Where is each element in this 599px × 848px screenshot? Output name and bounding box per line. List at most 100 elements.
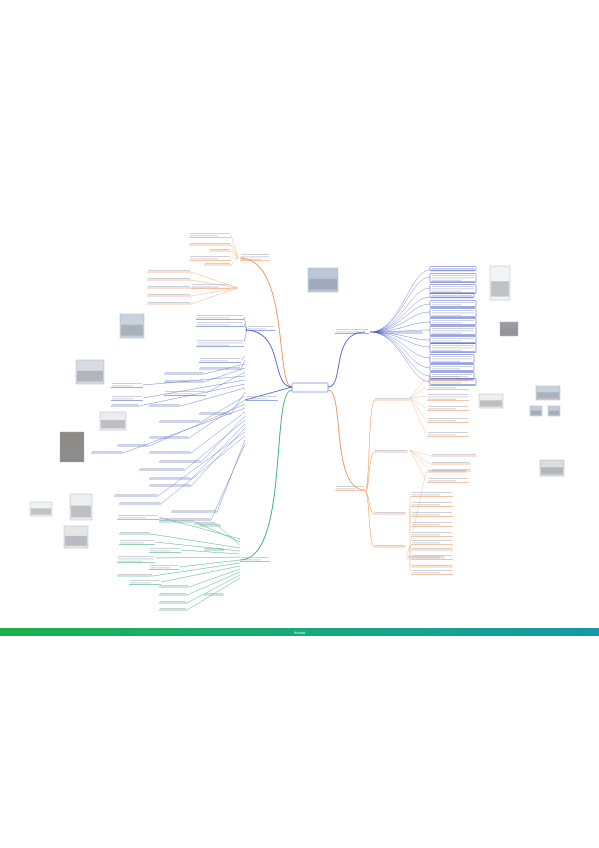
blue-topic[interactable]	[196, 340, 244, 348]
green-topic[interactable]	[159, 593, 187, 596]
orange-topic[interactable]	[411, 532, 453, 537]
blue-topic[interactable]	[171, 510, 217, 513]
green-subtopic[interactable]	[204, 593, 224, 596]
orange-subtopic[interactable]	[374, 398, 410, 401]
blue-topic[interactable]	[199, 367, 241, 370]
orange-topic[interactable]	[427, 385, 469, 390]
blue-topic[interactable]	[111, 404, 139, 407]
central-topic-frame[interactable]	[291, 382, 329, 393]
blue-topic[interactable]	[91, 451, 123, 454]
blue-topic[interactable]	[196, 322, 244, 327]
orange-topic[interactable]	[411, 565, 453, 568]
green-topic[interactable]	[117, 574, 153, 577]
blue-topic[interactable]	[431, 275, 475, 283]
blue-topic[interactable]	[431, 338, 475, 343]
blue-topic-box[interactable]	[429, 326, 477, 336]
blue-topic[interactable]	[431, 295, 473, 298]
blue-topic[interactable]	[164, 380, 204, 383]
blue-topic-box[interactable]	[429, 266, 477, 272]
blue-topic[interactable]	[149, 404, 181, 407]
orange-topic[interactable]	[411, 492, 453, 497]
green-topic[interactable]	[159, 520, 195, 523]
orange-topic[interactable]	[147, 278, 191, 281]
orange-topic[interactable]	[411, 540, 453, 545]
blue-topic[interactable]	[431, 380, 475, 385]
orange-topic[interactable]	[209, 249, 231, 252]
blue-topic[interactable]	[199, 358, 241, 363]
blue-topic[interactable]	[149, 484, 191, 487]
blue-topic[interactable]	[149, 451, 191, 454]
orange-topic[interactable]	[427, 432, 469, 437]
blue-topic[interactable]	[431, 268, 475, 271]
orange-topic[interactable]	[189, 243, 231, 246]
orange-topic[interactable]	[427, 406, 469, 411]
green-topic[interactable]	[119, 540, 155, 545]
blue-topic[interactable]	[199, 412, 231, 415]
orange-topic[interactable]	[431, 454, 477, 457]
orange-topic[interactable]	[147, 294, 191, 297]
green-topic[interactable]	[119, 532, 151, 535]
orange-topic[interactable]	[147, 286, 191, 289]
blue-topic[interactable]	[431, 328, 475, 336]
green-topic[interactable]	[117, 515, 159, 520]
orange-topic[interactable]	[427, 394, 469, 402]
orange-topic[interactable]	[147, 270, 191, 273]
blue-topic-box[interactable]	[429, 343, 477, 353]
blue-topic-box[interactable]	[429, 318, 477, 326]
green-subtopic[interactable]	[199, 524, 221, 527]
blue-topic[interactable]	[164, 391, 206, 396]
blue-topic[interactable]	[431, 310, 475, 318]
orange-topic[interactable]	[427, 376, 469, 381]
orange-subtopic[interactable]	[191, 284, 231, 289]
blue-topic[interactable]	[159, 420, 201, 423]
orange-topic[interactable]	[427, 418, 469, 423]
orange-topic[interactable]	[427, 478, 469, 483]
blue-topic[interactable]	[431, 286, 475, 294]
blue-topic-box[interactable]	[429, 354, 475, 364]
blue-subtopic[interactable]	[379, 331, 423, 334]
main-topic-left-2[interactable]	[246, 396, 278, 401]
blue-topic[interactable]	[111, 383, 143, 388]
main-topic-upper-right[interactable]	[335, 329, 369, 334]
blue-topic[interactable]	[431, 366, 473, 371]
orange-topic[interactable]	[431, 462, 471, 465]
orange-topic[interactable]	[411, 570, 453, 575]
green-topic[interactable]	[149, 565, 179, 570]
blue-topic-box[interactable]	[429, 300, 477, 308]
orange-topic[interactable]	[147, 302, 191, 305]
orange-topic[interactable]	[189, 256, 231, 261]
blue-topic-box[interactable]	[429, 308, 477, 318]
blue-topic[interactable]	[431, 345, 475, 353]
blue-topic-box[interactable]	[429, 364, 475, 372]
main-topic-upper-left[interactable]	[240, 254, 270, 262]
main-topic-lower-left[interactable]	[240, 557, 270, 562]
orange-subtopic[interactable]	[374, 512, 406, 515]
blue-topic[interactable]	[117, 444, 149, 447]
orange-topic[interactable]	[411, 502, 453, 507]
blue-topic[interactable]	[114, 494, 158, 497]
blue-topic[interactable]	[139, 468, 185, 471]
orange-topic[interactable]	[411, 512, 453, 517]
green-topic[interactable]	[159, 585, 189, 588]
green-topic[interactable]	[159, 608, 187, 611]
orange-topic[interactable]	[189, 233, 231, 238]
blue-topic[interactable]	[431, 356, 473, 364]
blue-topic[interactable]	[149, 436, 189, 439]
orange-topic[interactable]	[407, 556, 445, 559]
blue-topic-box[interactable]	[429, 273, 477, 283]
blue-topic[interactable]	[431, 302, 475, 307]
blue-topic[interactable]	[149, 477, 191, 480]
main-topic-lower-right[interactable]	[335, 486, 365, 491]
orange-topic[interactable]	[431, 469, 471, 472]
orange-topic[interactable]	[411, 555, 453, 560]
green-topic[interactable]	[159, 601, 187, 604]
blue-topic[interactable]	[431, 320, 475, 325]
blue-topic[interactable]	[159, 460, 201, 463]
orange-topic[interactable]	[411, 522, 453, 527]
green-topic[interactable]	[129, 580, 161, 585]
green-subtopic[interactable]	[204, 548, 224, 551]
blue-topic[interactable]	[111, 396, 143, 401]
blue-topic[interactable]	[196, 315, 244, 320]
blue-topic[interactable]	[164, 372, 204, 375]
blue-topic[interactable]	[119, 502, 161, 505]
